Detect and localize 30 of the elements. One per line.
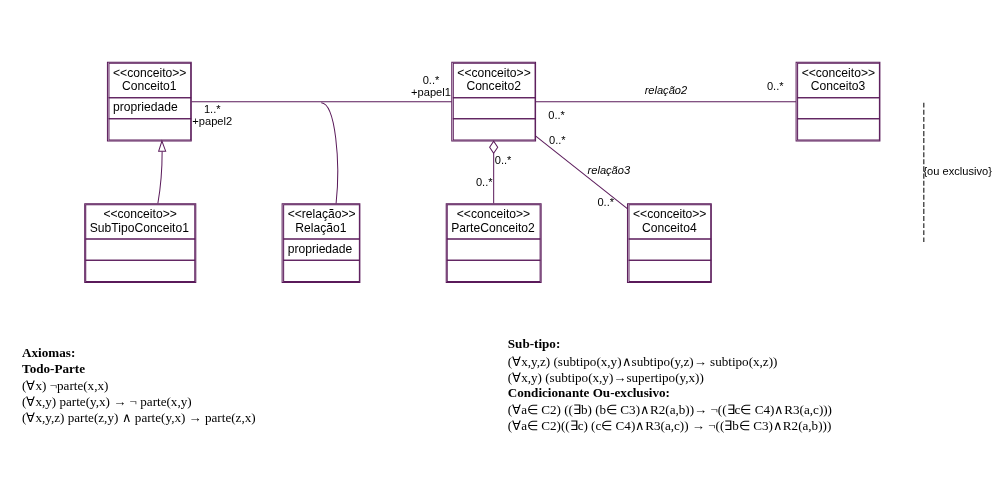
- label: 0..*: [548, 108, 565, 121]
- label: +papel2: [192, 114, 233, 127]
- label: (∀x,y) parte(y,x) → ¬ parte(x,y): [22, 393, 192, 409]
- label: (∀x,y) (subtipo(x,y)→supertipo(y,x)): [507, 369, 704, 385]
- arrow: [157, 139, 167, 204]
- label: 0..*: [766, 79, 784, 92]
- label: (∀x,y,z) (subtipo(x,y)∧subtipo(y,z)→ subtipo(x,z)): [507, 353, 778, 369]
- connector: [489, 139, 499, 204]
- label: Todo-Parte: [22, 360, 85, 376]
- edge-label: relação2: [644, 83, 688, 96]
- label: 0..*: [494, 153, 512, 166]
- label: Condicionante Ou-exclusivo:: [507, 384, 670, 400]
- label: (∀x) ¬parte(x,x): [22, 377, 109, 393]
- label: Axiomas:: [22, 344, 76, 360]
- connector: [191, 100, 453, 102]
- edge-label: relação3: [587, 163, 631, 176]
- label: 0..*: [475, 175, 493, 188]
- connector: [535, 100, 797, 102]
- label: {ou exclusivo}: [923, 164, 992, 177]
- label: 1..*: [203, 102, 221, 115]
- label: +papel1: [411, 85, 451, 98]
- label: (∀a∈ C2)((∃c) (c∈ C4)∧R3(a,c)) → ¬((∃b∈ C3)∧R2(a,b))): [507, 417, 832, 433]
- connector: [535, 135, 628, 209]
- label: 0..*: [422, 73, 440, 86]
- connector: [320, 101, 339, 204]
- label: Sub-tipo:: [507, 335, 561, 351]
- label: (∀x,y,z) parte(z,y) ∧ parte(y,x) → parte(z,x): [22, 409, 256, 425]
- label: 0..*: [597, 195, 615, 208]
- label: (∀a∈ C2) ((∃b) (b∈ C3)∧R2(a,b))→ ¬((∃c∈ C4)∧R3(a,c))): [507, 401, 832, 417]
- label: 0..*: [549, 133, 566, 146]
